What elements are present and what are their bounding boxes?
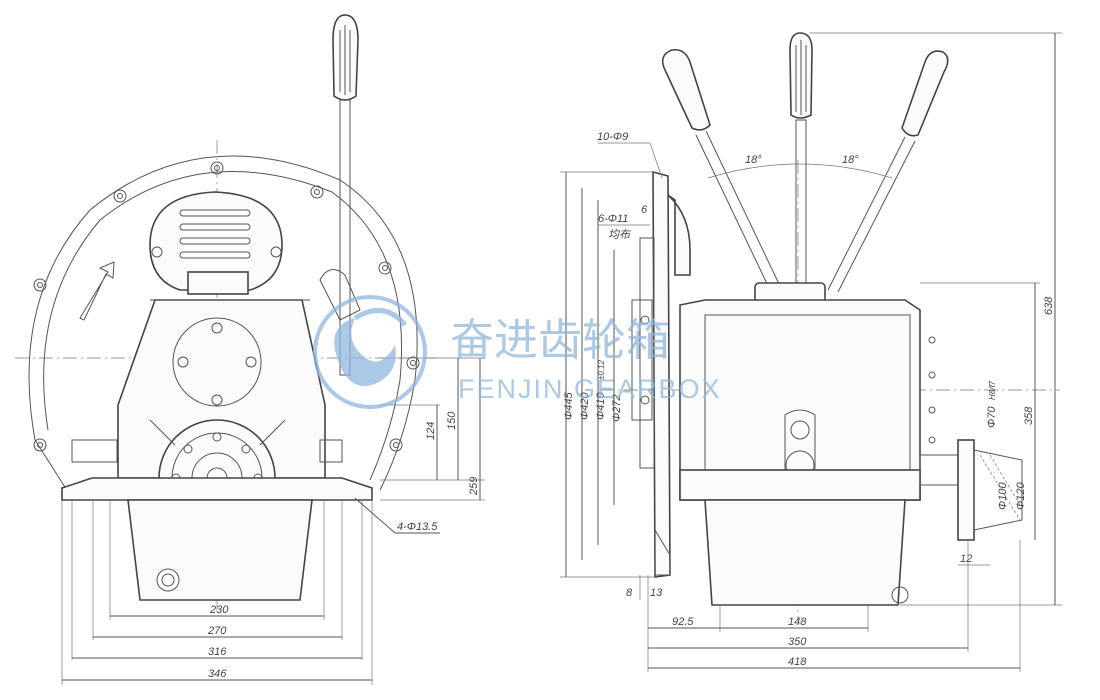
dim-6-phi11: 6-Φ11 <box>598 213 628 225</box>
dim-phi70-tol: H8/f7 <box>988 380 997 400</box>
dim-10-phi9: 10-Φ9 <box>597 131 628 143</box>
dim-phi272: Φ272 <box>611 394 623 422</box>
dim-230: 230 <box>209 604 229 616</box>
side-view: 18° 18° <box>560 32 1062 672</box>
vent-cover <box>149 191 283 291</box>
dim-270: 270 <box>207 625 227 637</box>
watermark: 奋进齿轮箱 FENJIN GEARBOX <box>313 295 722 409</box>
side-dimensions: 10-Φ9 6 6-Φ11 均布 Φ445 Φ420 Φ410 ±0.12 Φ2… <box>560 32 1062 672</box>
front-dimensions: 230 270 316 346 124 150 259 4-Φ13.5 <box>61 357 485 685</box>
dim-phi420: Φ420 <box>579 392 591 420</box>
front-gearbox-body <box>61 271 373 601</box>
dim-148: 148 <box>788 616 807 628</box>
dim-350: 350 <box>788 636 807 648</box>
dim-4-holes: 4-Φ13.5 <box>397 521 438 533</box>
side-shift-levers: 18° 18° <box>661 32 949 293</box>
watermark-logo-icon <box>313 295 427 409</box>
dim-346: 346 <box>208 668 227 680</box>
dim-358: 358 <box>1023 406 1035 425</box>
watermark-chinese: 奋进齿轮箱 <box>450 315 670 366</box>
output-flange <box>919 439 1023 541</box>
dim-124: 124 <box>425 422 437 440</box>
dim-8: 8 <box>626 587 633 599</box>
dim-holes-note: 均布 <box>608 228 632 241</box>
dim-13: 13 <box>650 587 663 599</box>
dim-phi445: Φ445 <box>563 392 575 420</box>
dim-phi70: Φ70 <box>986 406 998 428</box>
dim-6: 6 <box>641 204 648 216</box>
dim-phi120: Φ120 <box>1015 482 1027 510</box>
dim-12: 12 <box>960 553 972 565</box>
angle-left: 18° <box>745 154 762 166</box>
dim-150: 150 <box>446 411 458 430</box>
dim-phi100: Φ100 <box>997 482 1009 510</box>
front-shift-lever <box>319 14 361 376</box>
dim-638: 638 <box>1043 296 1055 315</box>
angle-right: 18° <box>842 154 859 166</box>
dim-418: 418 <box>788 656 807 668</box>
dim-phi410-tol: ±0.12 <box>597 359 606 380</box>
side-gearbox-body <box>679 282 936 606</box>
dim-316: 316 <box>208 646 227 658</box>
dim-phi410: Φ410 <box>595 392 607 420</box>
dim-92-5: 92.5 <box>672 616 694 628</box>
front-view: 230 270 316 346 124 150 259 4-Φ13.5 <box>15 14 485 685</box>
watermark-english: FENJIN GEARBOX <box>458 374 722 404</box>
input-coupling <box>631 170 691 578</box>
rotation-arrow-icon <box>79 261 115 321</box>
dim-259: 259 <box>468 477 480 496</box>
